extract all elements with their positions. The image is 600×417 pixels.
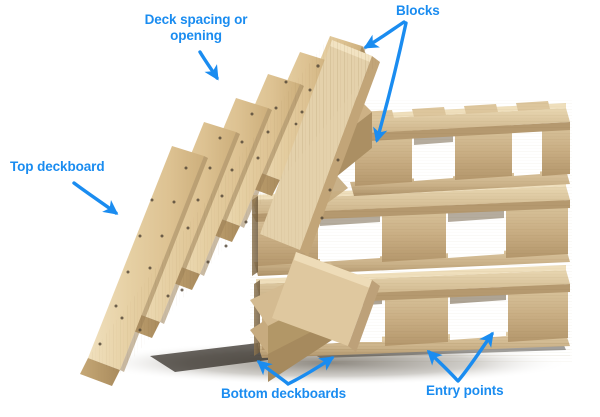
annotation-label-top-deckboard: Top deckboard <box>10 159 105 174</box>
arrow-bottom-deckboards-right <box>286 356 335 386</box>
arrow-blocks-lower <box>373 21 408 143</box>
leaning-pallet-lower-block <box>272 252 380 352</box>
arrow-bottom-deckboards-left <box>256 360 289 385</box>
arrow-deck-spacing <box>198 50 219 81</box>
arrow-top-deckboard <box>72 181 119 215</box>
arrow-entry-points-left <box>426 349 459 382</box>
annotation-label-bottom-deckboards: Bottom deckboards <box>221 386 347 401</box>
arrow-entry-points-right <box>456 331 494 383</box>
annotation-label-blocks: Blocks <box>396 3 440 18</box>
leaning-pallet <box>80 36 380 386</box>
arrow-blocks-upper <box>363 20 406 49</box>
annotation-label-entry-points: Entry points <box>426 383 504 398</box>
annotation-arrows <box>72 20 494 386</box>
annotation-label-deck-spacing: Deck spacing or opening <box>144 12 248 43</box>
